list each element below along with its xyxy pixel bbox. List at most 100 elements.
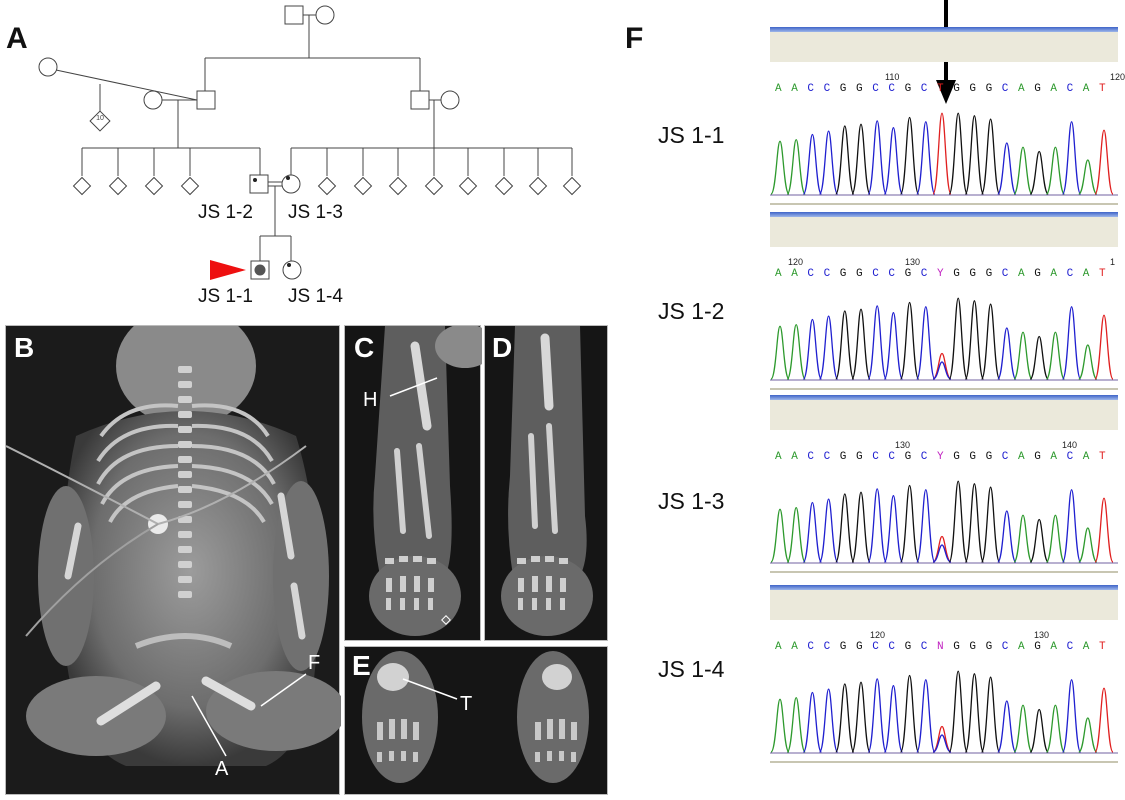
trace-peak (818, 498, 839, 563)
base-call: C (807, 451, 814, 463)
base-position-number: 1 (1110, 257, 1116, 267)
trace-peak (883, 685, 904, 753)
trace-peak (1061, 306, 1082, 380)
trace-peak (932, 361, 952, 380)
base-call: C (1001, 83, 1009, 95)
base-call: C (1001, 268, 1009, 280)
trace-peak (1029, 335, 1049, 380)
base-call: A (775, 641, 782, 653)
chromatogram-traces (770, 480, 1118, 564)
track-footer-bar (770, 203, 1118, 205)
trace-peak (835, 493, 855, 563)
trace-peak (1045, 331, 1066, 380)
trace-peak (1094, 314, 1114, 380)
base-call: A (791, 83, 798, 95)
trace-peak (786, 138, 806, 195)
base-call: C (1001, 641, 1009, 653)
trace-peak (932, 352, 952, 380)
track-header-fill (770, 32, 1118, 62)
track-header-bar (770, 395, 1118, 400)
base-call: G (985, 268, 993, 280)
trace-peak (997, 327, 1017, 380)
base-call: G (904, 268, 912, 280)
base-call: G (839, 268, 847, 280)
trace-peak (818, 130, 839, 195)
base-call: G (856, 451, 863, 463)
panel-label-e: E (352, 650, 371, 681)
track-footer-bar (770, 761, 1118, 763)
base-call: C (888, 268, 895, 280)
trace-peak (948, 480, 968, 563)
trace-peak (1078, 527, 1098, 563)
base-call: A (775, 83, 782, 95)
base-call: C (872, 451, 879, 463)
trace-peak (916, 121, 936, 195)
base-position-number: 130 (905, 257, 921, 267)
base-call: C (823, 83, 831, 95)
trace-peak (980, 486, 1001, 563)
base-call: C (823, 268, 831, 280)
trace-peak (770, 698, 790, 753)
trace-peak (948, 112, 968, 195)
trace-peak (948, 670, 968, 753)
trace-peak (1094, 129, 1114, 195)
trace-peak (786, 323, 806, 380)
trace-peak (818, 315, 839, 380)
trace-peak (980, 303, 1001, 380)
sample-label-js-1-2: JS 1-2 (658, 298, 725, 324)
chromatogram-traces (770, 112, 1118, 196)
base-call: C (920, 641, 928, 653)
trace-peak (1078, 344, 1098, 380)
chromatogram-traces (770, 670, 1118, 754)
base-call: A (1082, 641, 1090, 653)
trace-peak (964, 115, 985, 195)
trace-peak (980, 676, 1001, 753)
base-call: G (904, 83, 912, 95)
base-call: G (1034, 641, 1041, 653)
trace-peak (899, 674, 920, 753)
trace-peak (980, 118, 1001, 195)
trace-peak (786, 506, 806, 563)
trace-peak (867, 678, 887, 753)
base-call: A (1050, 451, 1057, 463)
pedigree-ii-male-2 (410, 90, 430, 110)
base-call: G (953, 451, 960, 463)
base-call: A (1018, 268, 1025, 280)
base-call: G (904, 451, 912, 463)
trace-peak (1045, 514, 1066, 563)
track-header-fill (770, 217, 1118, 247)
trace-peak (1013, 514, 1033, 563)
base-call: T (1099, 83, 1106, 95)
base-call: G (953, 641, 960, 653)
sample-label-js-1-4: JS 1-4 (658, 656, 725, 682)
pedigree-js-1-2 (249, 174, 269, 194)
trace-peak (802, 501, 823, 563)
base-call: C (920, 268, 928, 280)
pedigree-grandfather (284, 5, 304, 25)
panel-label-b: B (14, 332, 35, 363)
trace-peak (1045, 704, 1066, 753)
track-header-bar (770, 212, 1118, 217)
base-call: C (807, 83, 814, 95)
track-header-fill (770, 590, 1118, 620)
base-call: C (807, 641, 814, 653)
trace-peak (964, 483, 985, 563)
trace-peak (932, 734, 952, 753)
trace-peak (770, 140, 790, 195)
trace-peak (786, 696, 806, 753)
diamond-count-label: 10 (96, 115, 104, 122)
base-call: C (823, 451, 831, 463)
base-position-number: 120 (788, 257, 804, 267)
track-header-bar (770, 27, 1118, 32)
base-call: A (1082, 268, 1090, 280)
pedigree-ii-female-1 (38, 57, 58, 77)
trace-peak (770, 508, 790, 563)
base-call: C (872, 268, 879, 280)
base-call: A (1018, 451, 1025, 463)
base-call: A (775, 451, 782, 463)
base-call: G (1034, 451, 1041, 463)
trace-peak (851, 123, 871, 195)
track-footer-bar (770, 571, 1118, 573)
trace-peak (964, 300, 985, 380)
